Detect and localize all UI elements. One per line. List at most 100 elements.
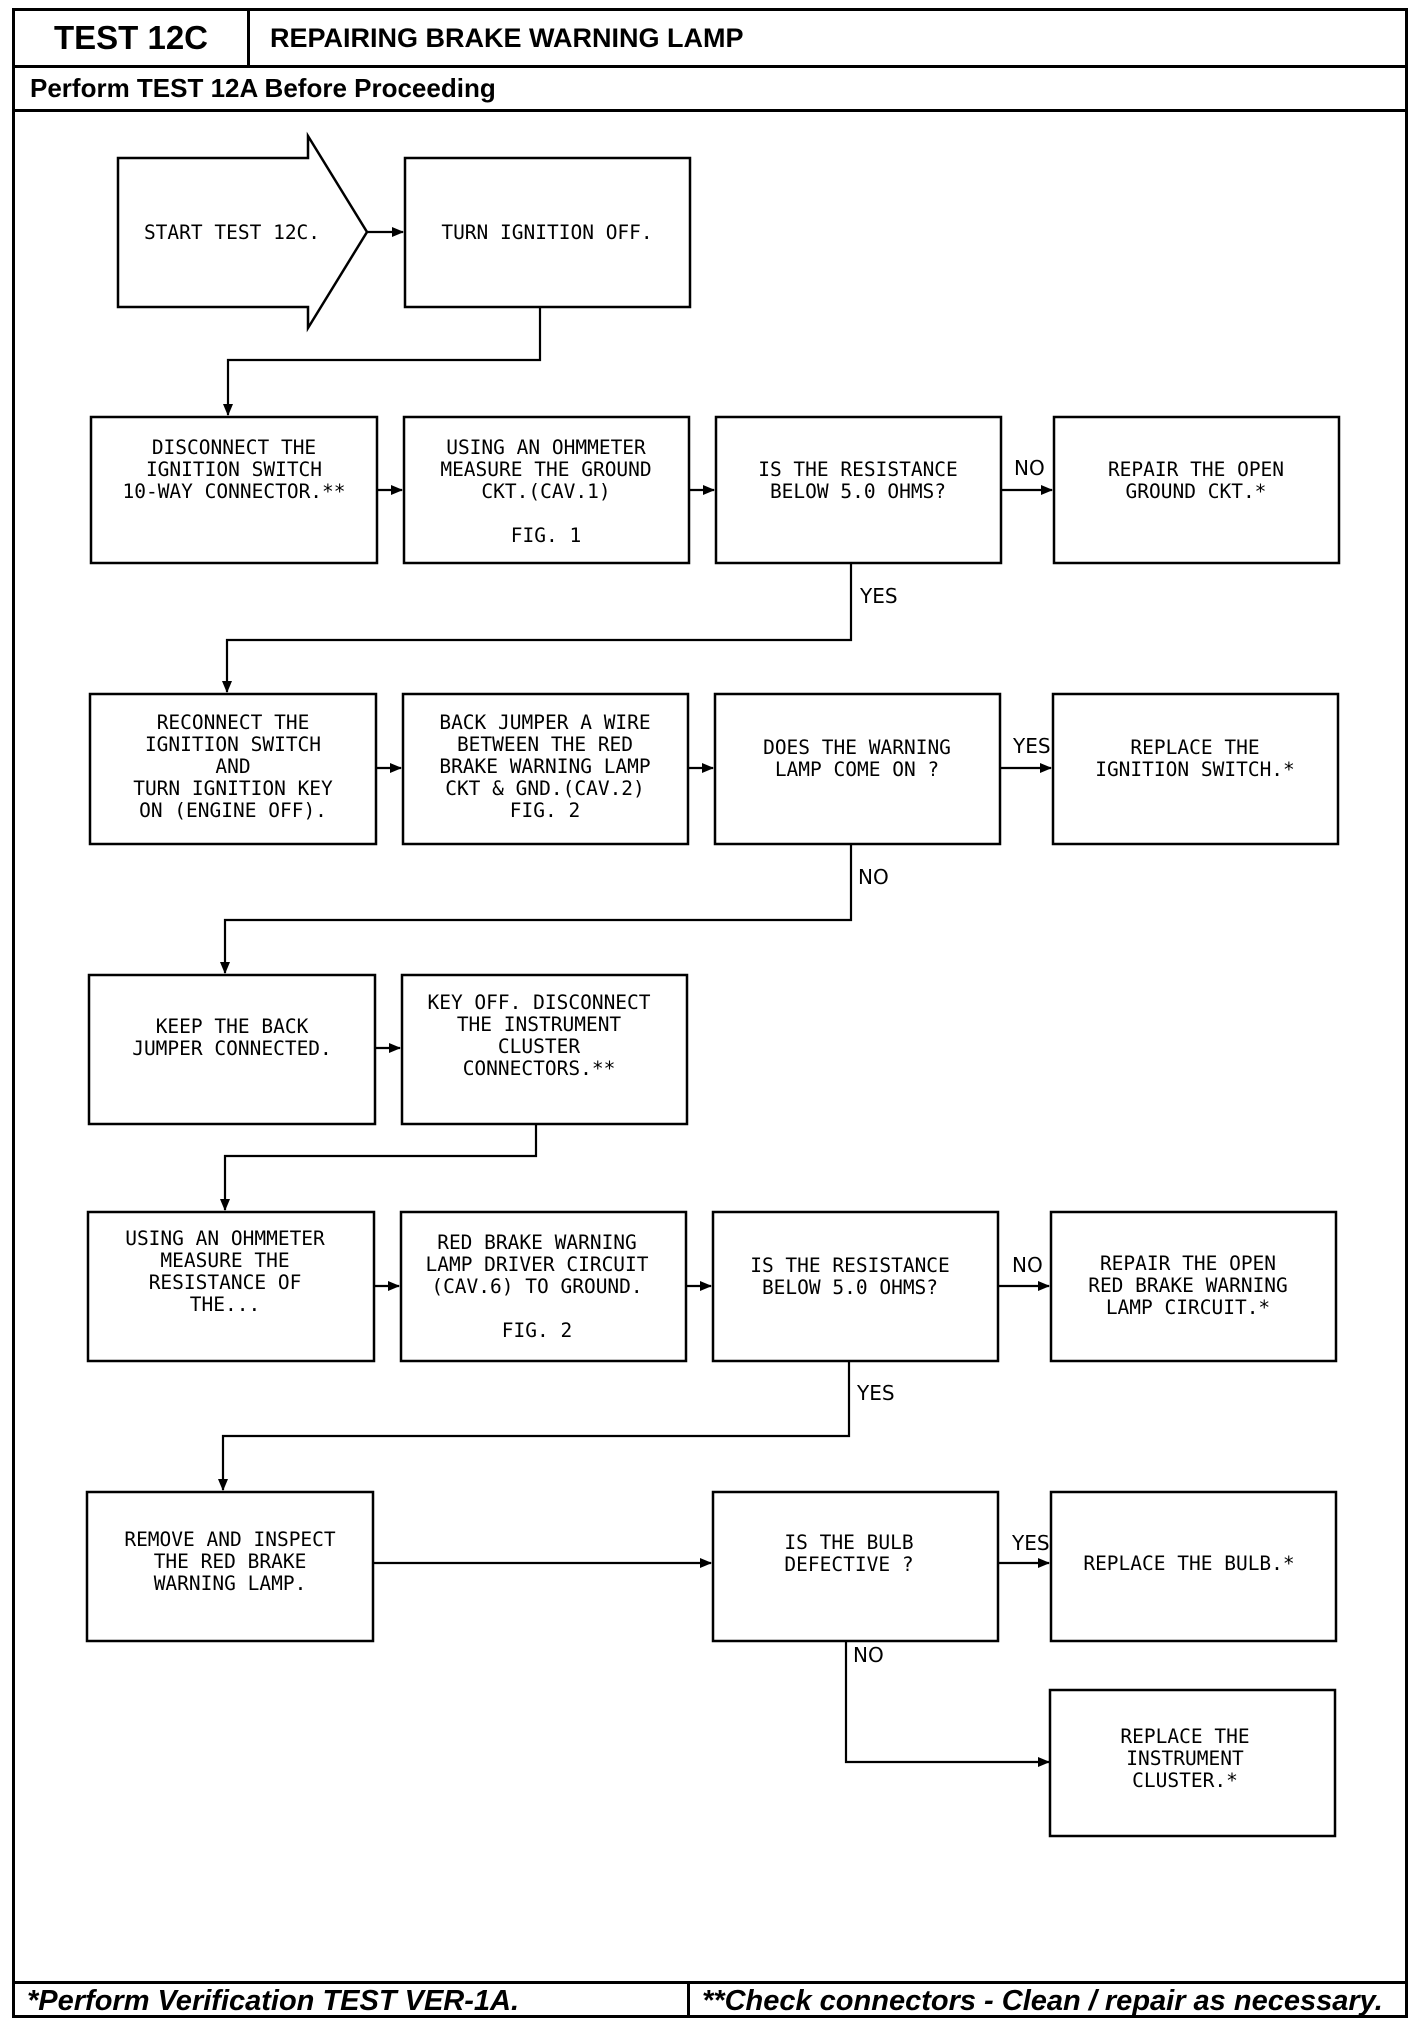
box-reconnect-ignition-switch xyxy=(88,692,378,846)
node-text-line: START TEST 12C. xyxy=(144,221,320,244)
node-text-line: CLUSTER xyxy=(498,1035,580,1058)
node-text-line: IS THE RESISTANCE xyxy=(758,458,958,481)
branch-label-yes-1: YES xyxy=(859,584,898,608)
node-text-line: BELOW 5.0 OHMS? xyxy=(770,480,946,503)
node-text-line: FIG. 2 xyxy=(502,1319,572,1342)
node-text-line: GROUND CKT.* xyxy=(1126,480,1267,503)
node-text-line: LAMP CIRCUIT.* xyxy=(1106,1296,1270,1319)
node-text-line: FIG. 1 xyxy=(511,524,581,547)
node-text-line: FIG. 2 xyxy=(510,799,580,822)
node-text-line: MEASURE THE GROUND xyxy=(440,458,651,481)
node-text-line: LAMP DRIVER CIRCUIT xyxy=(425,1253,648,1276)
arrow-check-1-yes xyxy=(222,563,853,693)
node-text-line: BETWEEN THE RED xyxy=(457,733,633,756)
box-replace-ignition-switch xyxy=(1051,692,1340,846)
box-lamp-driver-circuit xyxy=(399,1210,688,1363)
node-text-line: RED BRAKE WARNING xyxy=(437,1231,637,1254)
box-replace-bulb xyxy=(1049,1490,1338,1643)
test-id-label: TEST 12C xyxy=(15,11,250,68)
node-text-line: DOES THE WARNING xyxy=(763,736,951,759)
arrow-bulb-check-no xyxy=(844,1641,1050,1767)
node-text-line: BRAKE WARNING LAMP xyxy=(439,755,650,778)
node-text-line: JUMPER CONNECTED. xyxy=(132,1037,332,1060)
node-text-line: TURN IGNITION OFF. xyxy=(441,221,652,244)
branch-label-yes-2: YES xyxy=(1012,734,1051,758)
node-text-line: DEFECTIVE ? xyxy=(784,1553,913,1576)
node-text-line: RECONNECT THE xyxy=(157,711,310,734)
node-text-line: MEASURE THE xyxy=(160,1249,289,1272)
footer-verification-note: *Perform Verification TEST VER-1A. xyxy=(15,1981,690,2018)
box-disconnect-ignition-switch xyxy=(89,415,379,565)
box-warning-lamp-check xyxy=(713,692,1002,846)
node-text-line: DISCONNECT THE xyxy=(152,436,316,459)
box-keep-back-jumper xyxy=(87,973,377,1126)
node-text-line: CONNECTORS.** xyxy=(463,1057,616,1080)
page-title: REPAIRING BRAKE WARNING LAMP xyxy=(250,11,1405,68)
box-repair-open-lamp-circuit xyxy=(1049,1210,1338,1363)
node-replace-bulb: REPLACE THE BULB.* xyxy=(1083,1552,1294,1575)
box-bulb-check xyxy=(711,1490,1000,1643)
node-text-line: KEEP THE BACK xyxy=(156,1015,309,1038)
node-text-line: REPLACE THE xyxy=(1130,736,1259,759)
node-text-line: IGNITION SWITCH xyxy=(146,458,322,481)
node-text-line: WARNING LAMP. xyxy=(154,1572,307,1595)
box-resistance-check-2 xyxy=(711,1210,1000,1363)
node-text-line: CKT.(CAV.1) xyxy=(481,480,610,503)
box-turn-ignition-off xyxy=(403,156,692,309)
node-text-line: LAMP COME ON ? xyxy=(775,758,939,781)
node-text-line: IGNITION SWITCH.* xyxy=(1095,758,1295,781)
branch-label-yes-3: YES xyxy=(856,1381,895,1405)
node-text-line: 10-WAY CONNECTOR.** xyxy=(122,480,345,503)
node-text-line: IS THE BULB xyxy=(784,1531,913,1554)
node-text-line: CLUSTER.* xyxy=(1132,1769,1238,1792)
node-text-line: IS THE RESISTANCE xyxy=(750,1254,950,1277)
node-text-line: USING AN OHMMETER xyxy=(446,436,646,459)
box-measure-resistance xyxy=(86,1210,376,1363)
node-text-line: THE... xyxy=(190,1293,260,1316)
node-text-line: ON (ENGINE OFF). xyxy=(139,799,327,822)
box-inspect-lamp xyxy=(85,1490,375,1643)
node-turn-ignition-off: TURN IGNITION OFF. xyxy=(441,221,652,244)
node-text-line: INSTRUMENT xyxy=(1126,1747,1244,1770)
node-start: START TEST 12C. xyxy=(144,221,320,244)
box-resistance-check-1 xyxy=(714,415,1003,565)
node-text-line: BELOW 5.0 OHMS? xyxy=(762,1276,938,1299)
node-text-line: THE RED BRAKE xyxy=(154,1550,307,1573)
box-repair-open-ground xyxy=(1052,415,1341,565)
node-text-line: REPAIR THE OPEN xyxy=(1108,458,1284,481)
node-text-line: KEY OFF. DISCONNECT xyxy=(427,991,650,1014)
arrow-check-2-yes xyxy=(218,1361,851,1491)
node-text-line: REPLACE THE xyxy=(1120,1725,1249,1748)
arrow-ignition-off-to-disconnect xyxy=(223,307,542,416)
node-text-line: RED BRAKE WARNING xyxy=(1088,1274,1288,1297)
box-back-jumper-wire xyxy=(401,692,690,846)
box-replace-cluster xyxy=(1048,1688,1337,1838)
node-text-line: USING AN OHMMETER xyxy=(125,1227,325,1250)
branch-label-yes-4: YES xyxy=(1011,1531,1050,1555)
connector-lines xyxy=(218,227,1053,1767)
arrow-disconnect-cluster-to-measure xyxy=(220,1124,538,1211)
arrow-lamp-check-no xyxy=(220,844,853,974)
node-text-line: BACK JUMPER A WIRE xyxy=(439,711,650,734)
node-text-line: REMOVE AND INSPECT xyxy=(124,1528,336,1551)
node-text-line: AND xyxy=(215,755,250,778)
node-text-line: REPAIR THE OPEN xyxy=(1100,1252,1276,1275)
node-text-line: (CAV.6) TO GROUND. xyxy=(431,1275,642,1298)
